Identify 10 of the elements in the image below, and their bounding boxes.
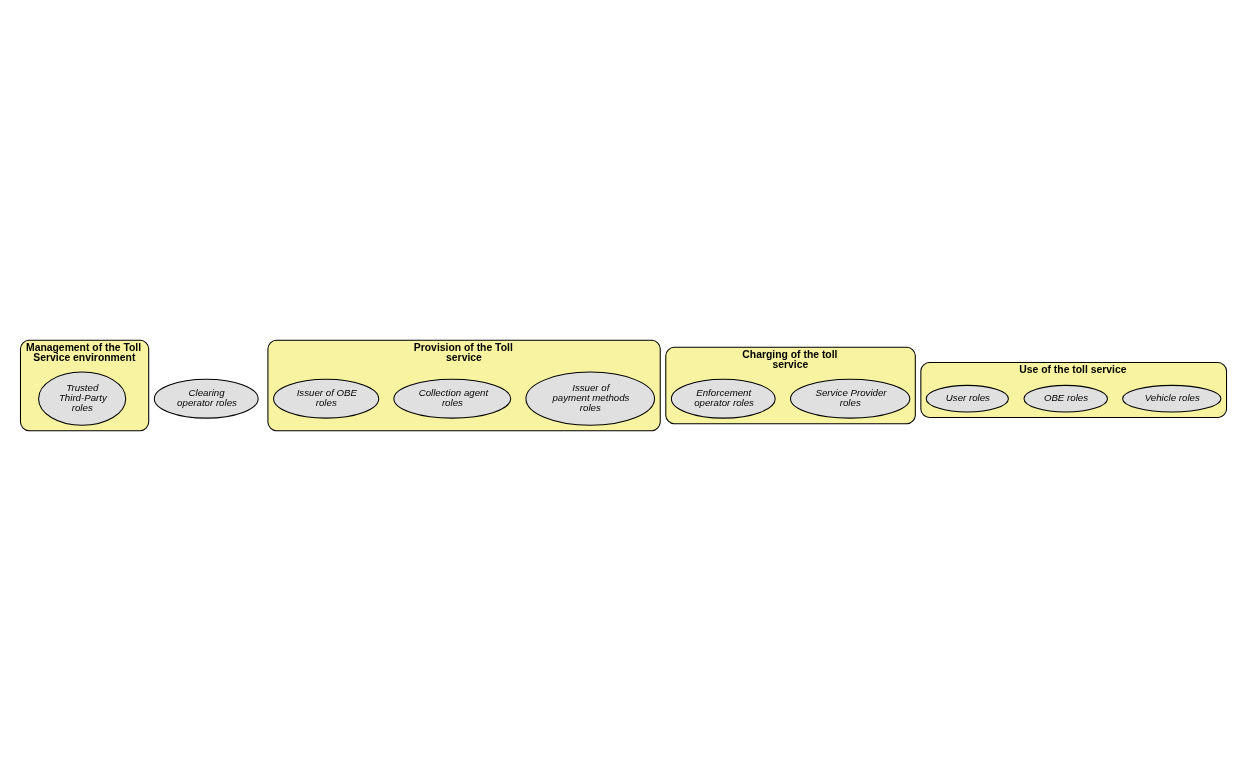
node-ellipse: Enforcement operator roles xyxy=(670,378,776,419)
node-ellipse: Clearing operator roles xyxy=(153,378,259,419)
node-ellipse: Issuer of OBE roles xyxy=(273,378,380,419)
node-ellipse: Service Provider roles xyxy=(790,378,911,419)
node-ellipse: Collection agent roles xyxy=(393,378,512,419)
node-ellipse: OBE roles xyxy=(1023,384,1108,413)
node-ellipse: Vehicle roles xyxy=(1122,384,1222,413)
node-ellipse: Trusted Third-Party roles xyxy=(38,371,127,426)
node-ellipse: Issuer of payment methods roles xyxy=(525,371,656,426)
node-ellipse: User roles xyxy=(925,384,1009,413)
